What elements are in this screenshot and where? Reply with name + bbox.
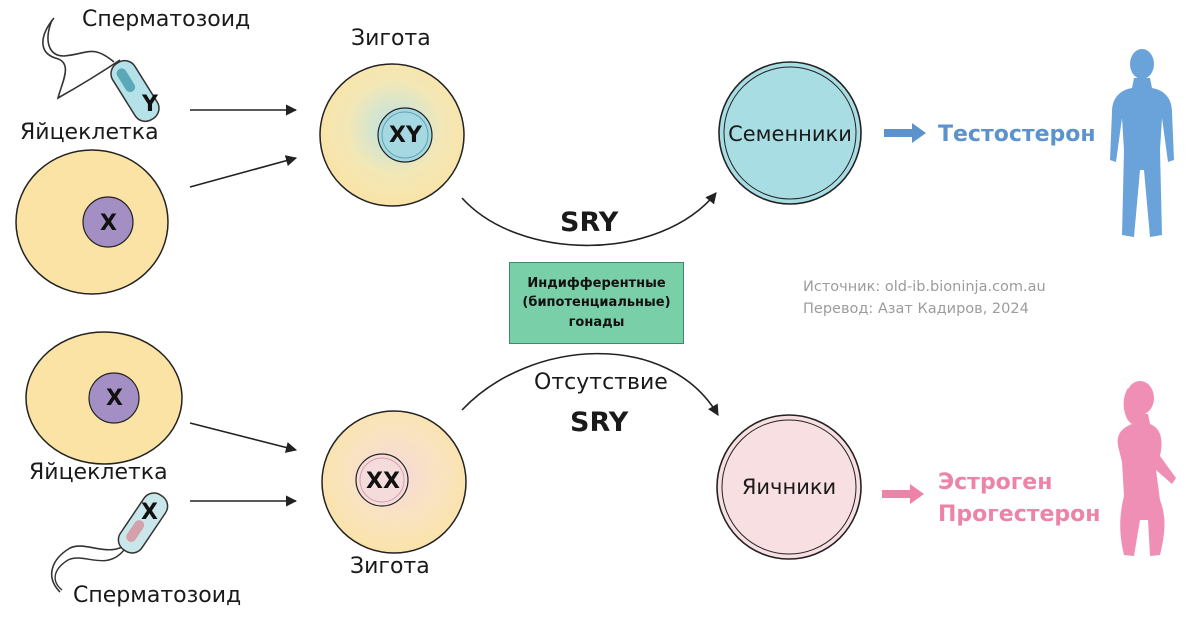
sperm-x-midpiece bbox=[126, 520, 145, 542]
zygote-bottom-chromosomes: XX bbox=[366, 469, 400, 494]
zygote-top-label: Зигота bbox=[351, 26, 431, 51]
sperm-x-cell bbox=[50, 492, 169, 593]
egg-bottom-label: Яйцеклетка bbox=[29, 460, 168, 485]
arrow-no-sry-to-ovaries bbox=[461, 352, 719, 416]
sry-bottom-label: SRY bbox=[570, 407, 629, 438]
ovaries-label: Яичники bbox=[741, 475, 837, 499]
sperm-bottom-chromosome: X bbox=[141, 500, 158, 525]
egg-bottom-chromosome: X bbox=[106, 386, 123, 411]
credit-translation: Перевод: Азат Кадиров, 2024 bbox=[803, 301, 1029, 317]
arrow-ovaries-to-hormone bbox=[882, 484, 924, 504]
testes-inner-ring bbox=[723, 66, 857, 200]
sperm-y-tail-outline bbox=[47, 19, 115, 63]
zygote-top-chromosomes: XY bbox=[389, 123, 422, 148]
testosterone-label: Тестостерон bbox=[938, 122, 1096, 147]
female-hormones: Эстроген Прогестерон bbox=[938, 467, 1100, 531]
arrow-egg-to-zygote-bottom bbox=[189, 422, 298, 453]
zygote-top-nucleus bbox=[377, 107, 433, 163]
egg-top-label: Яйцеклетка bbox=[20, 120, 159, 145]
testes-label: Семенники bbox=[728, 122, 852, 146]
indifferent-line-3: гонады bbox=[568, 314, 625, 330]
female-silhouette-icon bbox=[1117, 381, 1176, 556]
indifferent-gonads-box: Индифферентные (бипотенциальные) гонады bbox=[509, 262, 684, 344]
zygote-bottom-label: Зигота bbox=[350, 554, 430, 579]
zygote-bottom-nucleus-ring bbox=[359, 457, 405, 503]
estrogen-label: Эстроген bbox=[938, 470, 1053, 495]
zygote-bottom-nucleus bbox=[355, 453, 409, 507]
ovaries-inner-ring bbox=[721, 419, 857, 555]
male-silhouette-icon bbox=[1110, 49, 1174, 237]
sperm-y-cell bbox=[42, 17, 160, 123]
sperm-x-tail bbox=[50, 541, 131, 593]
sperm-top-chromosome: Y bbox=[142, 92, 158, 117]
sperm-top-label: Сперматозоид bbox=[82, 7, 251, 32]
credit-source: Источник: old-ib.bioninja.com.au bbox=[803, 279, 1046, 295]
sry-label: SRY bbox=[560, 207, 619, 238]
absence-label: Отсутствие bbox=[534, 370, 668, 395]
arrow-egg-to-zygote-top bbox=[189, 155, 298, 188]
zygote-top-nucleus-ring bbox=[381, 111, 429, 159]
sperm-bottom-label: Сперматозоид bbox=[73, 583, 242, 608]
sperm-y-tail bbox=[42, 17, 121, 100]
indifferent-line-2: (бипотенциальные) bbox=[522, 295, 671, 311]
ovaries-circle bbox=[716, 414, 862, 560]
sperm-x-tail-outline bbox=[54, 549, 125, 591]
sperm-y-midpiece bbox=[116, 68, 136, 92]
arrow-sry-to-testes bbox=[461, 192, 717, 247]
indifferent-line-1: Индифферентные bbox=[527, 275, 666, 291]
progesterone-label: Прогестерон bbox=[938, 501, 1101, 527]
testes-circle bbox=[718, 61, 862, 205]
egg-top-chromosome: X bbox=[100, 211, 117, 236]
arrow-testes-to-hormone bbox=[884, 123, 926, 143]
egg-top-nucleus bbox=[82, 196, 134, 248]
egg-bottom-nucleus bbox=[88, 372, 140, 424]
